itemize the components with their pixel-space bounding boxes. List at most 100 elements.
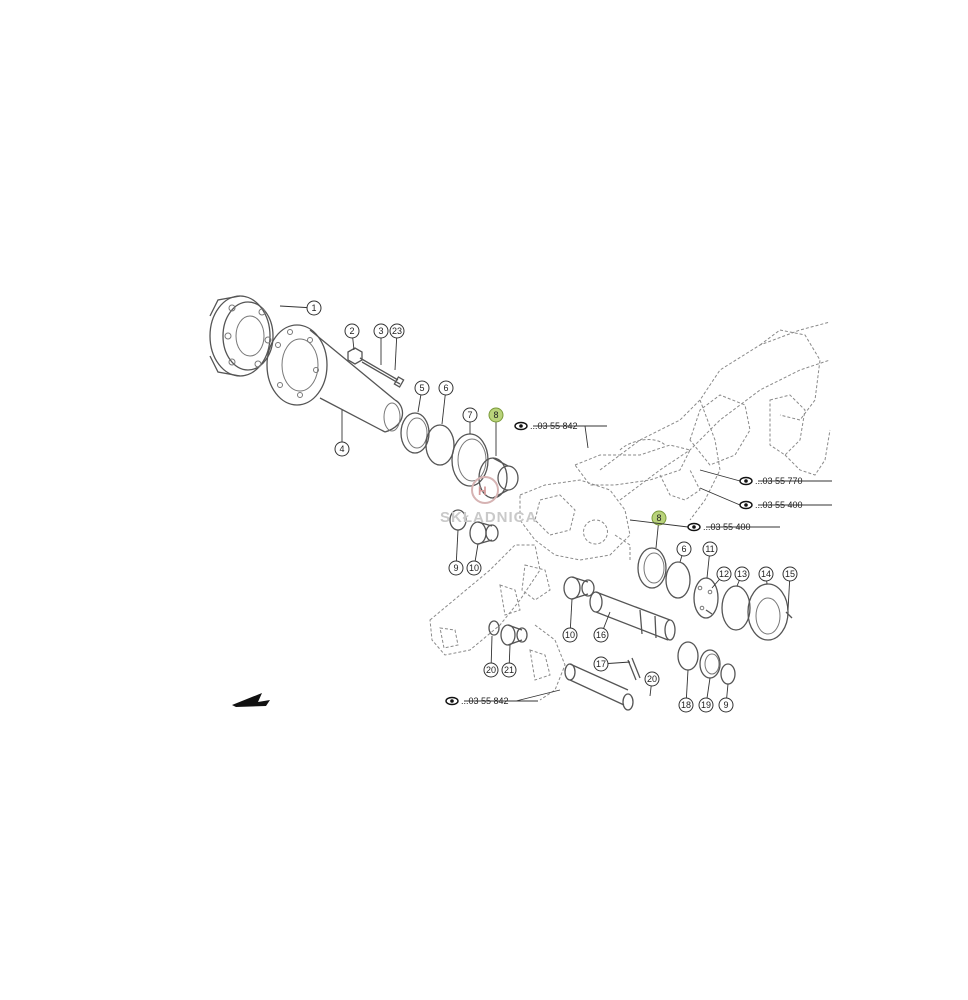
reference-code: ...03 55 842	[530, 421, 578, 431]
callout-17: 17	[593, 656, 631, 672]
reference-code: ...03 55 770	[755, 476, 803, 486]
reference-link[interactable]: ...03 55 842	[514, 421, 607, 449]
callout-6: 6	[676, 541, 692, 563]
callout-15: 15	[782, 566, 798, 611]
callout-label: 6	[443, 383, 448, 393]
callout-label: 19	[701, 700, 711, 710]
callout-10: 10	[562, 598, 578, 643]
end-cap-part-14	[747, 583, 789, 641]
seal-ring-part-5	[400, 412, 430, 454]
watermark-logo: H SKŁADNICA	[440, 476, 537, 526]
direction-arrow-icon	[232, 693, 270, 707]
callout-3: 3	[373, 323, 389, 365]
callout-8: 8	[488, 407, 504, 456]
callout-label: 14	[761, 569, 771, 579]
callout-label: 18	[681, 700, 691, 710]
reference-link[interactable]: ...03 55 842	[445, 689, 561, 706]
eye-icon	[687, 522, 701, 532]
eye-icon	[739, 500, 753, 510]
callout-16: 16	[593, 611, 611, 643]
bolt-part-17	[627, 657, 641, 681]
gasket-part-13	[721, 585, 751, 631]
nut-part-2	[347, 347, 363, 365]
callout-20: 20	[483, 635, 499, 678]
king-pin-part-16	[589, 591, 676, 641]
eye-icon	[514, 421, 528, 431]
callout-label: 20	[647, 674, 657, 684]
ring-part-9-right	[720, 663, 736, 685]
callout-12: 12	[711, 566, 732, 589]
watermark-text: SKŁADNICA	[440, 509, 537, 526]
callout-label: 8	[493, 410, 498, 420]
ring-part-18	[677, 641, 699, 671]
callout-label: 10	[469, 563, 479, 573]
bush-part-10-left	[469, 521, 499, 545]
callout-label: 9	[723, 700, 728, 710]
callout-label: 11	[705, 544, 714, 554]
reference-code: ...03 55 400	[703, 522, 751, 532]
reference-code: ...03 55 400	[755, 500, 803, 510]
callout-label: 3	[378, 326, 383, 336]
bush-part-8-right	[637, 547, 667, 589]
callout-1: 1	[279, 300, 322, 316]
callout-label: 13	[737, 569, 747, 579]
reference-layer: ...03 55 842 ...03 55 770 ...03 55 400 ...0…	[445, 421, 832, 706]
cover-plate-part-11	[693, 577, 719, 619]
callout-label: 5	[419, 383, 424, 393]
callout-label: 8	[656, 513, 661, 523]
callout-6: 6	[438, 380, 454, 425]
callout-20: 20	[644, 671, 660, 697]
svg-text:H: H	[478, 484, 488, 498]
callout-label: 23	[392, 326, 402, 336]
callout-7: 7	[462, 407, 478, 434]
callout-label: 6	[681, 544, 686, 554]
o-ring-part-6	[425, 424, 455, 466]
callout-23: 23	[389, 323, 405, 371]
callout-label: 10	[565, 630, 575, 640]
callout-label: 17	[596, 659, 606, 669]
o-ring-part-6-right	[665, 561, 691, 599]
callout-label: 7	[467, 410, 472, 420]
callout-9: 9	[718, 683, 734, 713]
reference-link[interactable]: ...03 55 400	[699, 487, 832, 510]
callout-label: 16	[596, 630, 606, 640]
callout-11: 11	[702, 541, 718, 579]
eye-icon	[445, 696, 459, 706]
axle-spindle-part-4	[266, 324, 404, 433]
machine-frame	[429, 321, 831, 701]
callout-21: 21	[501, 644, 517, 678]
bush-part-21	[500, 624, 528, 646]
callout-14: 14	[758, 566, 774, 585]
callout-label: 21	[504, 665, 514, 675]
eye-icon	[739, 476, 753, 486]
callout-label: 4	[339, 444, 344, 454]
callout-18: 18	[678, 669, 694, 713]
ring-part-19	[699, 649, 721, 679]
callout-label: 1	[311, 303, 316, 313]
callout-label: 2	[349, 326, 354, 336]
bush-part-10-center	[563, 576, 595, 600]
callout-9: 9	[448, 529, 464, 576]
reference-link[interactable]: ...03 55 400	[629, 519, 780, 532]
callout-19: 19	[698, 677, 714, 713]
callout-label: 15	[785, 569, 795, 579]
bolt-part-3	[359, 357, 405, 388]
ring-part-20-left	[488, 620, 500, 636]
callout-10: 10	[466, 543, 482, 576]
lower-pin	[564, 663, 634, 711]
callout-label: 12	[719, 569, 729, 579]
screw-part-15	[785, 611, 793, 619]
callout-label: 20	[486, 665, 496, 675]
callout-5: 5	[414, 380, 430, 413]
bolt-part-12	[705, 609, 713, 615]
callout-2: 2	[344, 323, 360, 351]
callout-4: 4	[334, 410, 350, 457]
reference-link[interactable]: ...03 55 770	[699, 469, 832, 486]
callout-13: 13	[734, 566, 750, 587]
wheel-hub-part-1	[209, 295, 274, 377]
callout-label: 9	[453, 563, 458, 573]
callout-8: 8	[651, 510, 667, 549]
reference-code: ...03 55 842	[461, 696, 509, 706]
